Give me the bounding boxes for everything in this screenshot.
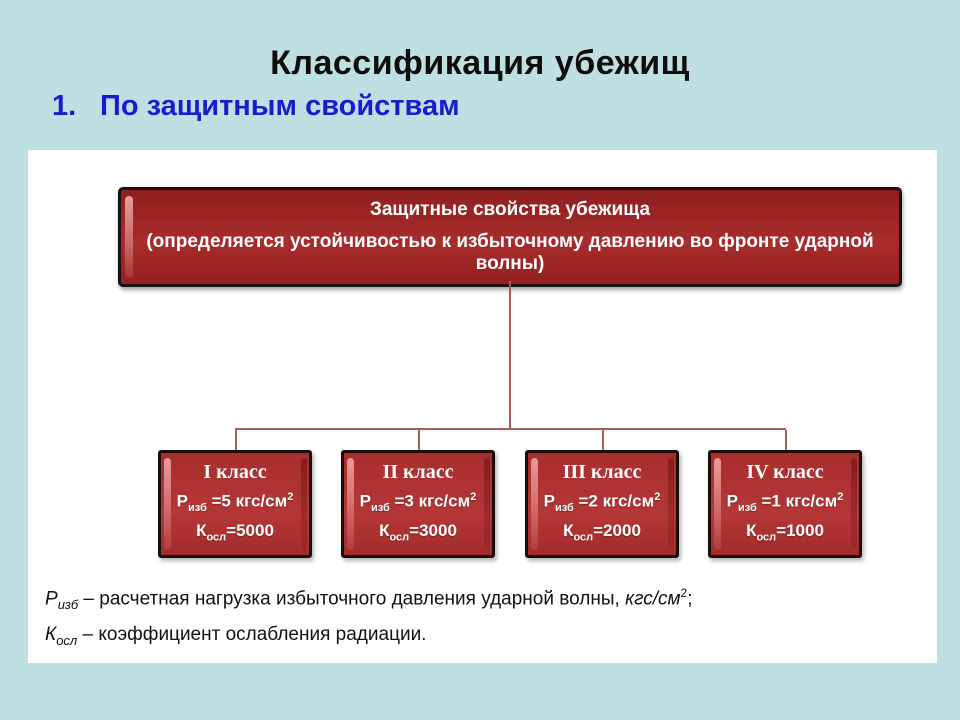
class-box-1-attenuation: Косл=5000: [161, 521, 309, 543]
class-box-2-pressure: Ризб =3 кгс/см2: [344, 491, 492, 514]
p-subscript: изб: [555, 502, 574, 515]
p-symbol: Р: [543, 491, 556, 511]
header-line2: (определяется устойчивостью к избыточном…: [146, 230, 874, 274]
p-value: =1 кгс/см: [756, 491, 838, 511]
p-symbol: Р: [726, 491, 739, 511]
header-box: Защитные свойства убежища (определяется …: [118, 187, 902, 287]
legend-p-text: – расчетная нагрузка избыточного давлени…: [78, 588, 626, 610]
p-superscript: 2: [470, 491, 477, 503]
class-box-3-pressure: Ризб =2 кгс/см2: [528, 491, 676, 514]
class-box-4-title: IV класс: [746, 461, 824, 483]
connector-drop-3: [602, 430, 604, 450]
legend-p-unit: кгс/см: [625, 588, 681, 610]
p-symbol: Р: [359, 491, 372, 511]
class-box-4-attenuation: Косл=1000: [711, 521, 859, 543]
k-symbol: К: [563, 521, 574, 541]
p-subscript: изб: [188, 502, 207, 515]
p-value: =2 кгс/см: [573, 491, 655, 511]
k-symbol: К: [379, 521, 390, 541]
legend-k-subscript: осл: [56, 632, 78, 648]
k-subscript: осл: [573, 531, 594, 544]
class-box-3-title: III класс: [562, 461, 642, 483]
class-box-3-attenuation: Косл=2000: [528, 521, 676, 543]
subtitle-number: 1.: [52, 90, 77, 122]
p-subscript: изб: [738, 502, 757, 515]
class-box-1: I класс Ризб =5 кгс/см2 Косл=5000: [158, 450, 312, 558]
connector-drop-2: [418, 430, 420, 450]
class-box-3: III класс Ризб =2 кгс/см2 Косл=2000: [525, 450, 679, 558]
p-superscript: 2: [837, 491, 844, 503]
k-value: =3000: [409, 521, 457, 541]
p-superscript: 2: [654, 491, 661, 503]
k-value: =1000: [776, 521, 824, 541]
connector-drop-1: [235, 430, 237, 450]
diagram-panel: Защитные свойства убежища (определяется …: [28, 150, 937, 663]
class-box-2-attenuation: Косл=3000: [344, 521, 492, 543]
k-symbol: К: [746, 521, 757, 541]
k-value: =5000: [226, 521, 274, 541]
p-superscript: 2: [287, 491, 294, 503]
class-box-4-pressure: Ризб =1 кгс/см2: [711, 491, 859, 514]
class-box-2: II класс Ризб =3 кгс/см2 Косл=3000: [341, 450, 495, 558]
legend: Ризб – расчетная нагрузка избыточного да…: [45, 578, 693, 656]
header-line1: Защитные свойства убежища: [369, 199, 651, 221]
p-symbol: Р: [176, 491, 189, 511]
p-value: =5 кгс/см: [206, 491, 288, 511]
connector-drop-4: [785, 430, 787, 450]
p-value: =3 кгс/см: [389, 491, 471, 511]
legend-p-symbol: Р: [45, 588, 58, 610]
k-subscript: осл: [206, 531, 227, 544]
legend-p-tail: ;: [687, 588, 693, 610]
k-symbol: К: [196, 521, 207, 541]
p-subscript: изб: [371, 502, 390, 515]
k-subscript: осл: [389, 531, 410, 544]
page-title: Классификация убежищ: [270, 44, 690, 82]
k-value: =2000: [593, 521, 641, 541]
class-box-4: IV класс Ризб =1 кгс/см2 Косл=1000: [708, 450, 862, 558]
class-box-1-title: I класс: [203, 461, 267, 483]
legend-line-attenuation: Косл – коэффициент ослабления радиации.: [45, 620, 693, 656]
legend-p-subscript: изб: [57, 597, 79, 613]
subtitle-text: По защитным свойствам: [100, 90, 460, 122]
connector-horizontal: [235, 428, 786, 430]
class-box-1-pressure: Ризб =5 кгс/см2: [161, 491, 309, 514]
legend-line-pressure: Ризб – расчетная нагрузка избыточного да…: [45, 578, 693, 620]
subtitle: 1. По защитным свойствам: [52, 90, 460, 123]
legend-p-superscript: 2: [680, 586, 688, 600]
legend-k-text: – коэффициент ослабления радиации.: [77, 624, 427, 646]
connector-vertical-center: [509, 281, 511, 428]
k-subscript: осл: [756, 531, 777, 544]
legend-k-symbol: К: [45, 624, 57, 646]
class-box-2-title: II класс: [382, 461, 454, 483]
